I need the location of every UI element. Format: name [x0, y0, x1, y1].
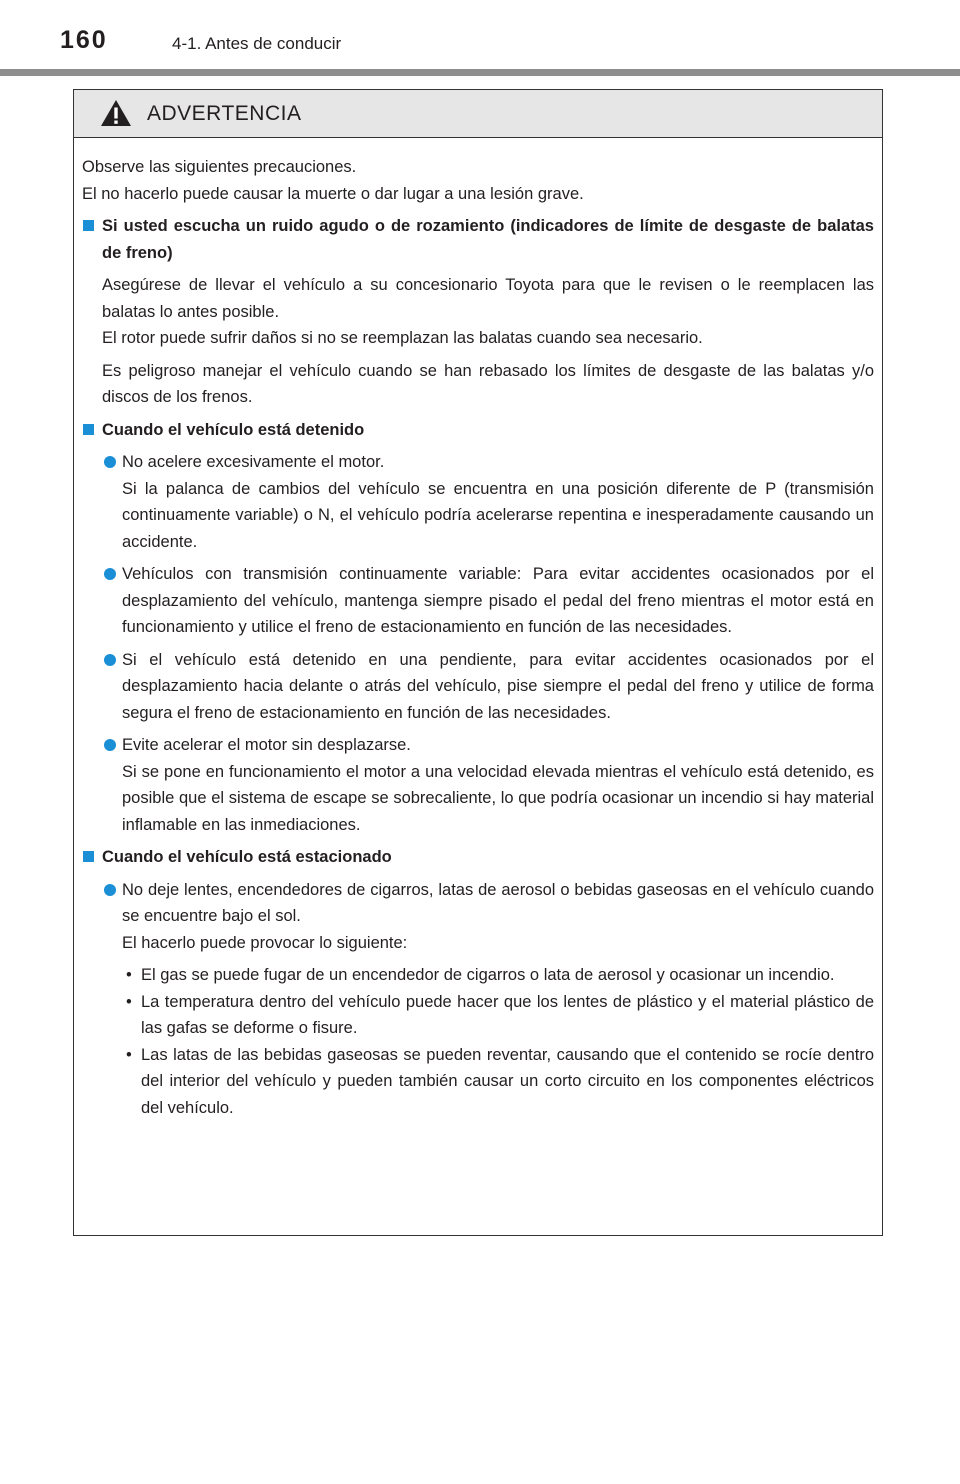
list-item: Si el vehículo está detenido en una pend… — [82, 647, 874, 727]
sub-bullet-item: • La temperatura dentro del vehículo pue… — [126, 992, 874, 1038]
sub-bullet-item: • El gas se puede fugar de un encendedor… — [126, 966, 835, 984]
section-title: 4-1. Antes de conducir — [172, 34, 342, 53]
circle-bullet-icon — [104, 883, 116, 896]
square-bullet-icon — [83, 851, 94, 862]
intro-line: Observe las siguientes precauciones. — [82, 158, 357, 176]
intro-line: El no hacerlo puede causar la muerte o d… — [82, 184, 584, 203]
warning-header: ADVERTENCIA — [74, 90, 882, 138]
list-item: Vehículos con transmisión continuamente … — [82, 561, 874, 641]
list-item: Evite acelerar el motor sin desplazarse.… — [82, 732, 874, 838]
section-heading-stopped: Cuando el vehículo está detenido — [82, 417, 874, 444]
section-heading-brake-wear: Si usted escucha un ruido agudo o de roz… — [82, 213, 874, 266]
warning-triangle-icon — [101, 100, 131, 126]
page-header: 160 4-1. Antes de conducir — [0, 0, 960, 78]
paragraph: Es peligroso manejar el vehículo cuando … — [102, 361, 874, 407]
sub-bullet-list: • El gas se puede fugar de un encendedor… — [82, 962, 874, 1121]
warning-box: ADVERTENCIA Observe las siguientes preca… — [73, 89, 883, 1236]
list-item: No deje lentes, encendedores de cigarros… — [82, 877, 874, 957]
page-number: 160 — [60, 26, 108, 54]
square-bullet-icon — [83, 423, 94, 435]
paragraph: Asegúrese de llevar el vehículo a su con… — [102, 276, 874, 347]
warning-body: Observe las siguientes precauciones. El … — [82, 154, 874, 1121]
circle-bullet-icon — [104, 568, 116, 580]
circle-bullet-icon — [104, 739, 116, 751]
sub-bullet-item: • Las latas de las bebidas gaseosas se p… — [126, 1045, 874, 1117]
circle-bullet-icon — [104, 653, 116, 666]
warning-title: ADVERTENCIA — [147, 102, 302, 125]
circle-bullet-icon — [104, 456, 116, 468]
section-heading-parked: Cuando el vehículo está estacionado — [82, 844, 874, 871]
square-bullet-icon — [83, 220, 94, 231]
header-rule — [0, 69, 960, 76]
list-item: No acelere excesivamente el motor. Si la… — [82, 449, 874, 555]
